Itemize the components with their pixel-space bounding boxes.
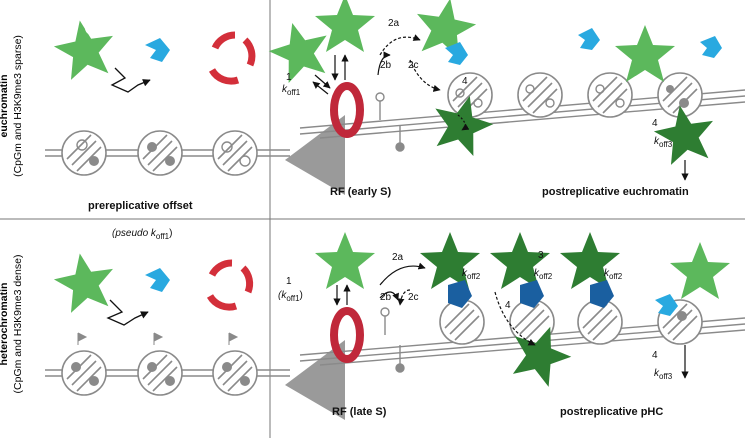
star-protein-icon <box>670 242 730 299</box>
replication-fork-bottom <box>285 340 345 420</box>
step-2a-top: 2a <box>388 18 400 29</box>
hp1-complex-icon <box>420 232 620 308</box>
side-label-title: euchromatin <box>0 74 10 138</box>
star-protein-icon <box>410 0 480 60</box>
step-4-top-b: 4 <box>652 118 658 129</box>
step-4-bottom-a: 4 <box>505 300 511 311</box>
star-protein-icon <box>315 232 375 289</box>
caption-postreplicative-phc: postreplicative pHC <box>560 406 664 418</box>
caption-prereplicative-offset: prereplicative offset <box>88 200 193 212</box>
zigzag-arrow <box>106 299 149 326</box>
step-2c-bottom: 2c <box>408 292 419 303</box>
caption-rf-early-s: RF (early S) <box>330 186 392 198</box>
cyan-protein-icon <box>655 294 678 316</box>
step-2a-bottom: 2a <box>392 252 404 263</box>
red-ring-broken-icon <box>206 259 254 311</box>
step-4-bottom-b: 4 <box>652 350 658 361</box>
step-1-bottom: 1 <box>286 276 292 287</box>
star-protein-icon <box>50 248 120 315</box>
cyan-protein-icon <box>145 268 170 292</box>
red-ring-broken-icon <box>208 31 256 85</box>
nucleosomes-bottom-left <box>61 332 258 396</box>
side-label-subtitle: (CpGm and H3K9me3 sparse) <box>12 35 24 177</box>
zigzag-arrow <box>110 67 151 93</box>
nucleosomes-top-right <box>447 72 703 118</box>
cyan-protein-icon <box>700 36 722 58</box>
koff2-bottom-c: koff2 <box>604 268 623 281</box>
caption-rf-late-s: RF (late S) <box>332 406 387 418</box>
replication-fork-top <box>285 115 345 195</box>
step-1-top: 1 <box>286 72 292 83</box>
star-protein-icon <box>50 15 120 82</box>
side-label-heterochromatin: heterochromatin (CpGm and H3K9me3 dense) <box>0 249 25 399</box>
step-2c-top: 2c <box>408 60 419 71</box>
pcna-ring-bottom <box>330 307 364 363</box>
caption-pseudo-koff1: (pseudo koff1) <box>112 228 173 241</box>
side-label-euchromatin: euchromatin (CpGm and H3K9me3 sparse) <box>0 31 25 181</box>
pcna-ring-top <box>330 82 364 138</box>
koff1-top: koff1 <box>282 84 301 97</box>
step-2b-bottom: 2b <box>380 292 392 303</box>
step-3-bottom: 3 <box>538 250 544 261</box>
koff2-bottom-b: koff2 <box>534 268 553 281</box>
koff3-top: koff3 <box>654 136 673 149</box>
side-label-title: heterochromatin <box>0 282 10 366</box>
cyan-protein-icon <box>445 42 468 65</box>
koff1-bottom: (koff1) <box>278 290 303 303</box>
step-2b-top: 2b <box>380 60 392 71</box>
cyan-protein-icon <box>145 38 170 62</box>
caption-postreplicative-euchromatin: postreplicative euchromatin <box>542 186 689 198</box>
nucleosomes-top-left <box>61 130 258 176</box>
nucleosomes-bottom-right <box>439 299 703 345</box>
side-label-subtitle: (CpGm and H3K9me3 dense) <box>12 254 24 394</box>
koff3-bottom: koff3 <box>654 368 673 381</box>
star-protein-icon <box>615 25 675 82</box>
cyan-protein-icon <box>578 28 600 50</box>
star-protein-icon <box>263 15 336 86</box>
step-4-top-a: 4 <box>462 76 468 87</box>
koff2-bottom-a: koff2 <box>462 268 481 281</box>
